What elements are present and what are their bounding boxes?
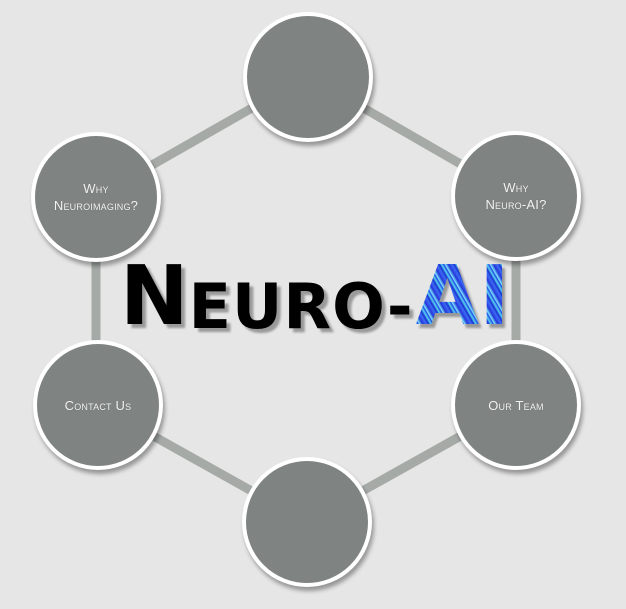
- node-why-neuro-ai-label: Why Neuro-AI?: [485, 180, 547, 212]
- node-our-team-label: Our Team: [488, 397, 544, 413]
- logo-title: N euro- AI: [120, 249, 510, 344]
- node-contact-us[interactable]: Contact Us: [33, 340, 163, 470]
- node-contact-us-label: Contact Us: [64, 397, 132, 413]
- node-top[interactable]: [243, 12, 373, 142]
- node-why-neuroimaging[interactable]: Why Neuroimaging?: [31, 132, 161, 262]
- node-why-neuro-ai[interactable]: Why Neuro-AI?: [451, 131, 581, 261]
- node-why-neuroimaging-label: Why Neuroimaging?: [53, 181, 139, 213]
- title-ai-highlight: AI: [415, 249, 510, 344]
- title-rest: euro-: [188, 270, 414, 343]
- node-bottom[interactable]: [242, 457, 372, 587]
- title-initial: N: [120, 249, 189, 344]
- node-our-team[interactable]: Our Team: [451, 340, 581, 470]
